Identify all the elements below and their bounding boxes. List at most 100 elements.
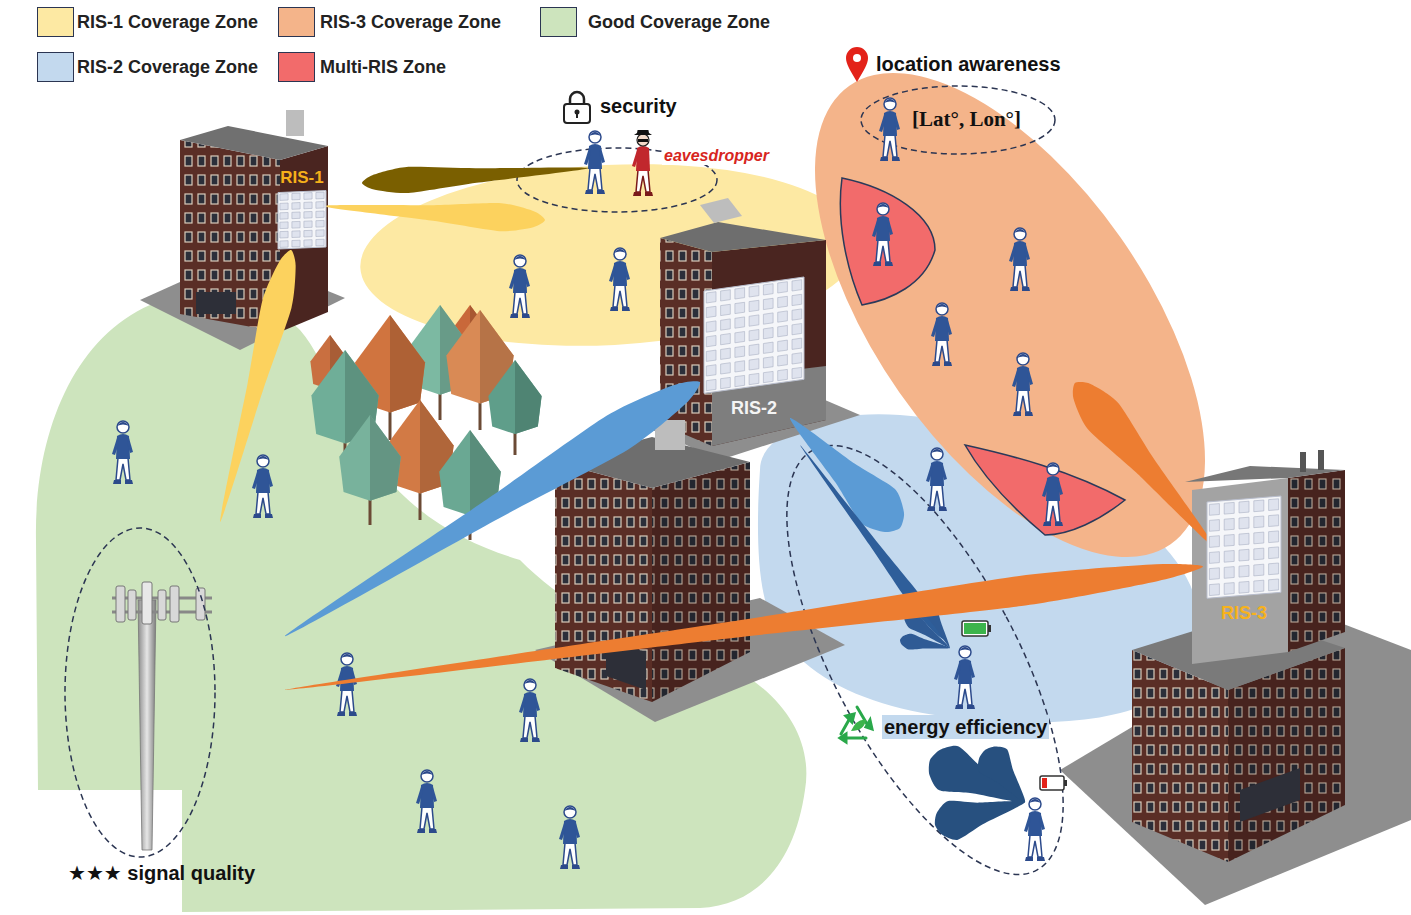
ris-element (1209, 584, 1219, 596)
ris-element (706, 350, 716, 361)
ris3-building (1060, 450, 1411, 905)
legend-swatch (278, 7, 315, 37)
ris-element (292, 193, 300, 200)
ris2-building (712, 240, 826, 446)
ris-element (1254, 532, 1264, 544)
ris-element (749, 330, 759, 341)
lock-icon (564, 92, 590, 123)
legend-swatch (37, 52, 74, 82)
beam-lobe (978, 746, 1025, 802)
multi-ris-zone (965, 445, 1125, 535)
ris-element (763, 371, 773, 382)
ris-element (706, 365, 716, 376)
beam-lobe (322, 203, 545, 231)
ris-element (721, 290, 731, 301)
ris-element (735, 332, 745, 343)
legend-swatch (540, 7, 577, 37)
ris-element (792, 338, 802, 349)
ris-element (735, 361, 745, 372)
base-station-outline (65, 528, 215, 857)
tree-cluster (370, 415, 401, 501)
legend-item: RIS-3 Coverage Zone (278, 7, 501, 37)
ris-element (1209, 520, 1219, 532)
ris-element (1254, 548, 1264, 560)
coordinates-label: [Lat°, Lon°] (912, 107, 1021, 132)
energy-group-outline (732, 407, 1118, 914)
good-coverage-zone (36, 294, 806, 912)
recycle-icon (840, 734, 846, 742)
ris-element (1224, 567, 1234, 579)
recycle-icon (866, 720, 872, 729)
users (519, 679, 540, 742)
recycle-icon (846, 714, 854, 722)
base-station-tower (142, 582, 152, 624)
ris-element (280, 203, 288, 210)
ris-element (735, 375, 745, 386)
ris-element (1269, 579, 1279, 591)
lock-icon (576, 113, 578, 118)
legend-text: Good Coverage Zone (588, 12, 770, 33)
ris-element (304, 212, 312, 219)
base-station-tower (116, 586, 125, 622)
ris1-building (196, 292, 236, 314)
legend-item: RIS-1 Coverage Zone (37, 7, 258, 37)
ris-element (763, 284, 773, 295)
battery-low-icon (1040, 776, 1064, 790)
ris-element (304, 221, 312, 228)
users (879, 98, 900, 161)
ris-element (778, 369, 788, 380)
ris-element (792, 309, 802, 320)
users (252, 455, 273, 518)
legend-item: RIS-2 Coverage Zone (37, 52, 258, 82)
ris1-building (286, 110, 304, 136)
ris-element (292, 240, 300, 247)
battery-full-icon (962, 621, 991, 636)
base-station-tower (170, 586, 179, 622)
ris-element (1209, 504, 1219, 516)
users (1024, 798, 1045, 861)
users (632, 128, 653, 196)
label-box: energy efficiency (882, 715, 1049, 739)
base-station-tower (128, 590, 136, 620)
eavesdropper-label: eavesdropper (662, 146, 771, 165)
users (416, 770, 437, 833)
ris-element (316, 230, 324, 237)
ris-element (706, 321, 716, 332)
beam-connector (220, 250, 296, 522)
legend-text: RIS-3 Coverage Zone (320, 12, 501, 33)
users (509, 255, 530, 318)
ris-element (1254, 580, 1264, 592)
multi-ris-zone (840, 178, 935, 305)
users (1012, 353, 1033, 416)
ris-element (792, 353, 802, 364)
legend-text: RIS-2 Coverage Zone (77, 57, 258, 78)
beam-lobe (1073, 382, 1215, 548)
battery-low-icon (1042, 778, 1047, 788)
users (954, 646, 975, 709)
ris-element (792, 324, 802, 335)
ris-element (1269, 515, 1279, 527)
ris-element (1239, 533, 1249, 545)
ris3-building (1240, 768, 1300, 822)
ris-surface (1207, 496, 1281, 598)
ris-element (763, 298, 773, 309)
ris-element (1224, 583, 1234, 595)
ris-panel: RIS-1 (274, 166, 330, 250)
location-pin-icon (853, 54, 861, 62)
ris-element (721, 319, 731, 330)
beam-lobe (935, 801, 1025, 840)
security-label: security (600, 94, 677, 118)
battery-low-icon (1040, 776, 1067, 790)
legend-text: Multi-RIS Zone (320, 57, 446, 78)
ris-element (1254, 516, 1264, 528)
ris-element (280, 194, 288, 201)
ris-element (316, 211, 324, 218)
ris-element (706, 306, 716, 317)
users (1042, 463, 1063, 526)
ris-element (792, 280, 802, 291)
ris3-building (1300, 452, 1306, 472)
lock-icon (564, 104, 590, 123)
tree-cluster (515, 360, 542, 434)
ris-element (721, 348, 731, 359)
